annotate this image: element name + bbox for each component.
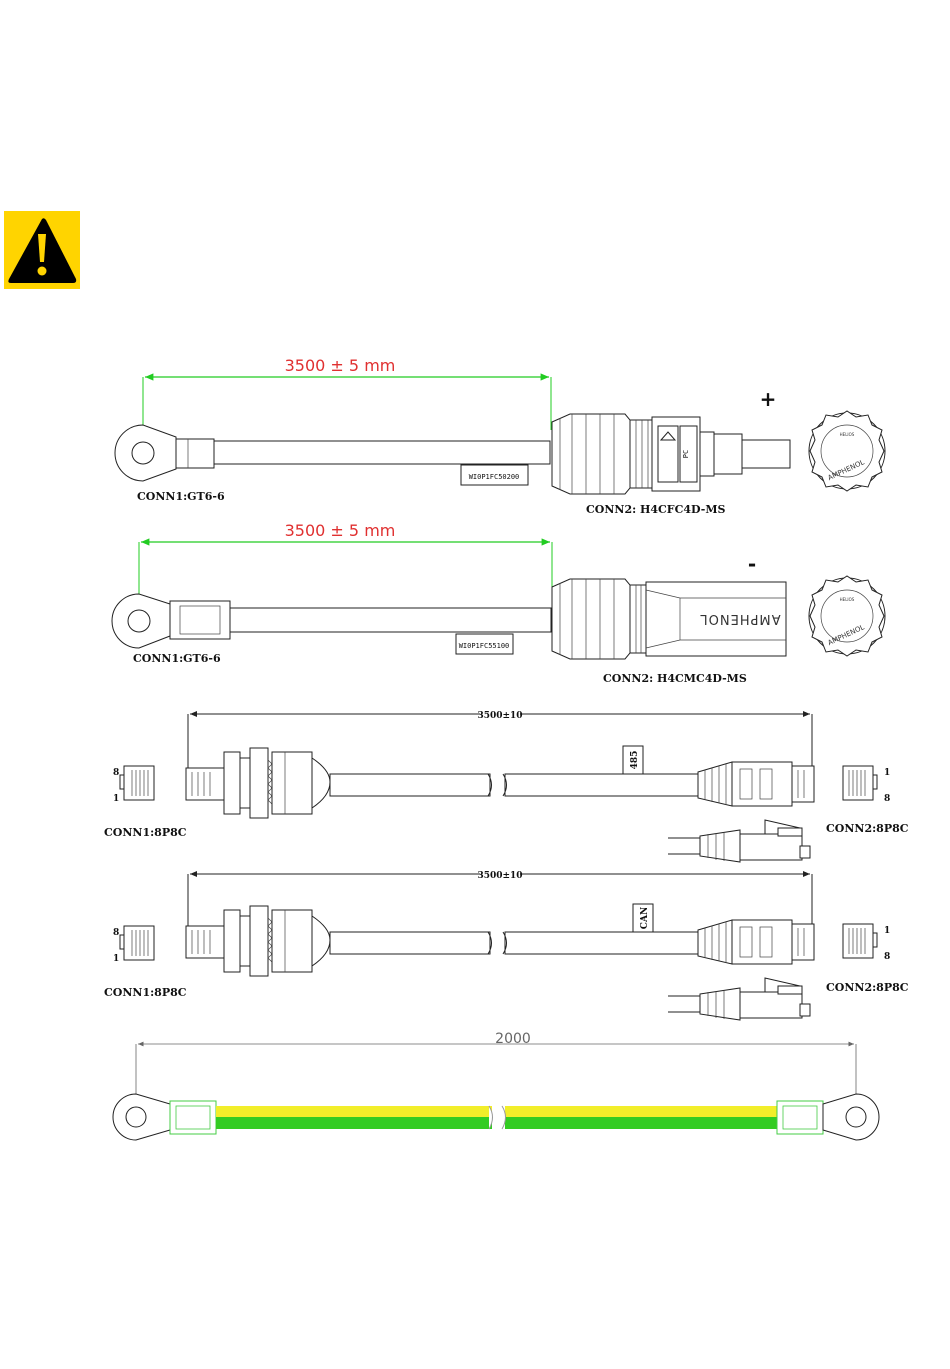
conn1-label: CONN1:8P8C [104, 986, 187, 999]
conn2-label: CONN2:8P8C [826, 822, 909, 835]
conn1-label: CONN1:GT6-6 [133, 652, 221, 665]
waterproof-rj45-gland [186, 748, 330, 818]
pin-1-label: 1 [113, 954, 119, 964]
rj45-side-view [668, 820, 810, 862]
cable-4-can: 3500±10 8 1 [104, 868, 909, 1020]
warning-triangle-icon [4, 211, 80, 289]
rj45-face-right: 1 8 [843, 766, 890, 804]
part-tag-text: WI0P1FC55100 [459, 642, 510, 650]
pin-1-label: 1 [884, 768, 890, 778]
helios-mark: HELIOS [840, 432, 855, 437]
rj45-face-left: 8 1 [113, 926, 154, 964]
ring-terminal [112, 594, 230, 648]
pin-8-label: 8 [113, 928, 119, 938]
cable-body [214, 441, 550, 464]
rj45-plug-right [698, 920, 814, 964]
helios-mark: HELIOS [840, 597, 855, 602]
part-tag-text: WI0P1FC50200 [469, 473, 520, 481]
mc4-female-connector: PC [552, 414, 790, 494]
cable-body [330, 774, 490, 796]
waterproof-rj45-gland [186, 906, 330, 976]
cable-2-negative: 3500 ± 5 mm WI0P1FC55100 AMPHENOL - [112, 521, 885, 685]
wire-green-stripe [505, 1117, 777, 1129]
wire-yellow-stripe [216, 1106, 492, 1117]
pin-8-label: 8 [113, 768, 119, 778]
polarity-minus: - [748, 552, 756, 576]
pc-mark: PC [682, 450, 690, 458]
rj45-plug-right [698, 762, 814, 806]
dimension-label: 3500 ± 5 mm [285, 356, 396, 375]
conn1-label: CONN1:8P8C [104, 826, 187, 839]
dimension-label: 2000 [495, 1031, 531, 1047]
dimension-label: 3500±10 [477, 871, 522, 881]
amphenol-mark: AMPHENOL [699, 611, 780, 626]
connector-end-view: HELIOS AMPHENOL [809, 576, 885, 656]
wire-green-stripe [216, 1117, 492, 1129]
cable-body [330, 932, 490, 954]
wire-yellow-stripe [505, 1106, 777, 1117]
dimension-label: 3500 ± 5 mm [285, 521, 396, 540]
pin-8-label: 8 [884, 952, 890, 962]
cable-body [505, 774, 700, 796]
rj45-face-left: 8 1 [113, 766, 154, 804]
conn2-label: CONN2: H4CMC4D-MS [603, 672, 747, 685]
mc4-male-connector: AMPHENOL [552, 579, 786, 659]
rj45-side-view [668, 978, 810, 1020]
connector-end-view: HELIOS AMPHENOL [809, 411, 885, 491]
dimension-label: 3500±10 [477, 711, 522, 721]
cable-body [230, 608, 551, 632]
pin-1-label: 1 [113, 794, 119, 804]
cable-5-ground: 2000 [113, 1031, 879, 1140]
cable-1-positive: 3500 ± 5 mm WI0P1FC50200 [115, 356, 885, 516]
pin-1-label: 1 [884, 926, 890, 936]
cable-3-rs485: 3500±10 8 1 [104, 708, 909, 862]
conn2-label: CONN2: H4CFC4D-MS [586, 503, 725, 516]
conn2-label: CONN2:8P8C [826, 981, 909, 994]
tag-text: 485 [630, 751, 640, 770]
ring-terminal [115, 425, 214, 481]
cable-body [505, 932, 700, 954]
conn1-label: CONN1:GT6-6 [137, 490, 225, 503]
tag-text: CAN [640, 907, 650, 929]
polarity-plus: + [760, 387, 777, 411]
pin-8-label: 8 [884, 794, 890, 804]
rj45-face-right: 1 8 [843, 924, 890, 962]
